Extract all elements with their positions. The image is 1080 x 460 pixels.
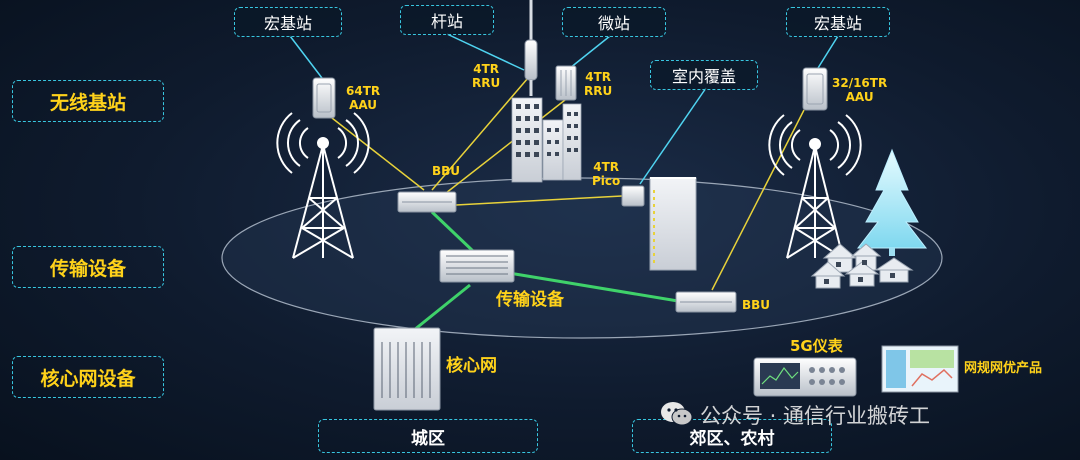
tree-icon <box>856 148 928 256</box>
label-optimize: 网规网优产品 <box>964 361 1043 376</box>
label-meter: 5G仪表 <box>790 337 843 355</box>
category-core-label: 核心网设备 <box>40 367 136 390</box>
transport-device-icon <box>439 249 515 283</box>
tower-right <box>768 114 862 259</box>
indoor-building-icon <box>649 177 697 271</box>
label-rru-micro: 4TR RRU <box>584 70 613 98</box>
category-transport: 传输设备 <box>12 246 164 288</box>
category-wireless-label: 无线基站 <box>49 91 126 114</box>
label-transport: 传输设备 <box>496 290 564 310</box>
tag-pole-label: 杆站 <box>430 12 463 31</box>
label-bbu-right: BBU <box>742 298 771 312</box>
tag-micro: 微站 <box>562 7 666 37</box>
coverage-ellipse <box>221 177 943 339</box>
aau-64tr-icon <box>312 77 336 119</box>
tag-links <box>289 33 839 185</box>
category-core: 核心网设备 <box>12 356 164 398</box>
transport-links <box>413 210 685 332</box>
tag-macro-left: 宏基站 <box>234 7 342 37</box>
meter-icon <box>753 357 857 397</box>
pico-icon <box>621 185 645 207</box>
label-rru-pole: 4TR RRU <box>472 62 501 90</box>
label-bbu-left: BBU <box>432 164 461 178</box>
city-buildings-icon <box>511 97 582 183</box>
label-aau-32: 32/16TR AAU <box>832 76 888 104</box>
tower-left <box>276 112 370 259</box>
bbu-left-icon <box>397 191 457 213</box>
label-pico: 4TR Pico <box>592 160 621 188</box>
radio-links <box>331 77 805 291</box>
tag-indoor: 室内覆盖 <box>650 60 758 90</box>
tag-macro-right-label: 宏基站 <box>813 14 862 33</box>
category-wireless: 无线基站 <box>12 80 164 122</box>
zone-urban: 城区 <box>318 419 538 453</box>
zone-rural-label: 郊区、农村 <box>689 428 775 449</box>
core-rack-icon <box>373 327 441 411</box>
category-transport-label: 传输设备 <box>49 257 126 280</box>
houses-icon <box>810 243 914 289</box>
tag-pole: 杆站 <box>400 5 494 35</box>
tag-macro-right: 宏基站 <box>786 7 890 37</box>
optimize-screen-icon <box>881 345 959 393</box>
watermark-text: 公众号 · 通信行业搬砖工 <box>700 404 931 428</box>
wechat-icon <box>661 402 693 426</box>
aau-32tr-icon <box>802 67 828 111</box>
zone-rural: 郊区、农村 <box>632 419 832 453</box>
pole-site-icon <box>524 0 538 96</box>
label-aau-64: 64TR AAU <box>346 84 381 112</box>
bbu-right-icon <box>675 291 737 313</box>
zone-urban-label: 城区 <box>411 428 445 449</box>
tag-macro-left-label: 宏基站 <box>263 14 312 33</box>
tag-indoor-label: 室内覆盖 <box>671 67 736 86</box>
tag-micro-label: 微站 <box>597 14 630 33</box>
micro-rru-icon <box>555 65 577 101</box>
label-core: 核心网 <box>446 356 497 376</box>
